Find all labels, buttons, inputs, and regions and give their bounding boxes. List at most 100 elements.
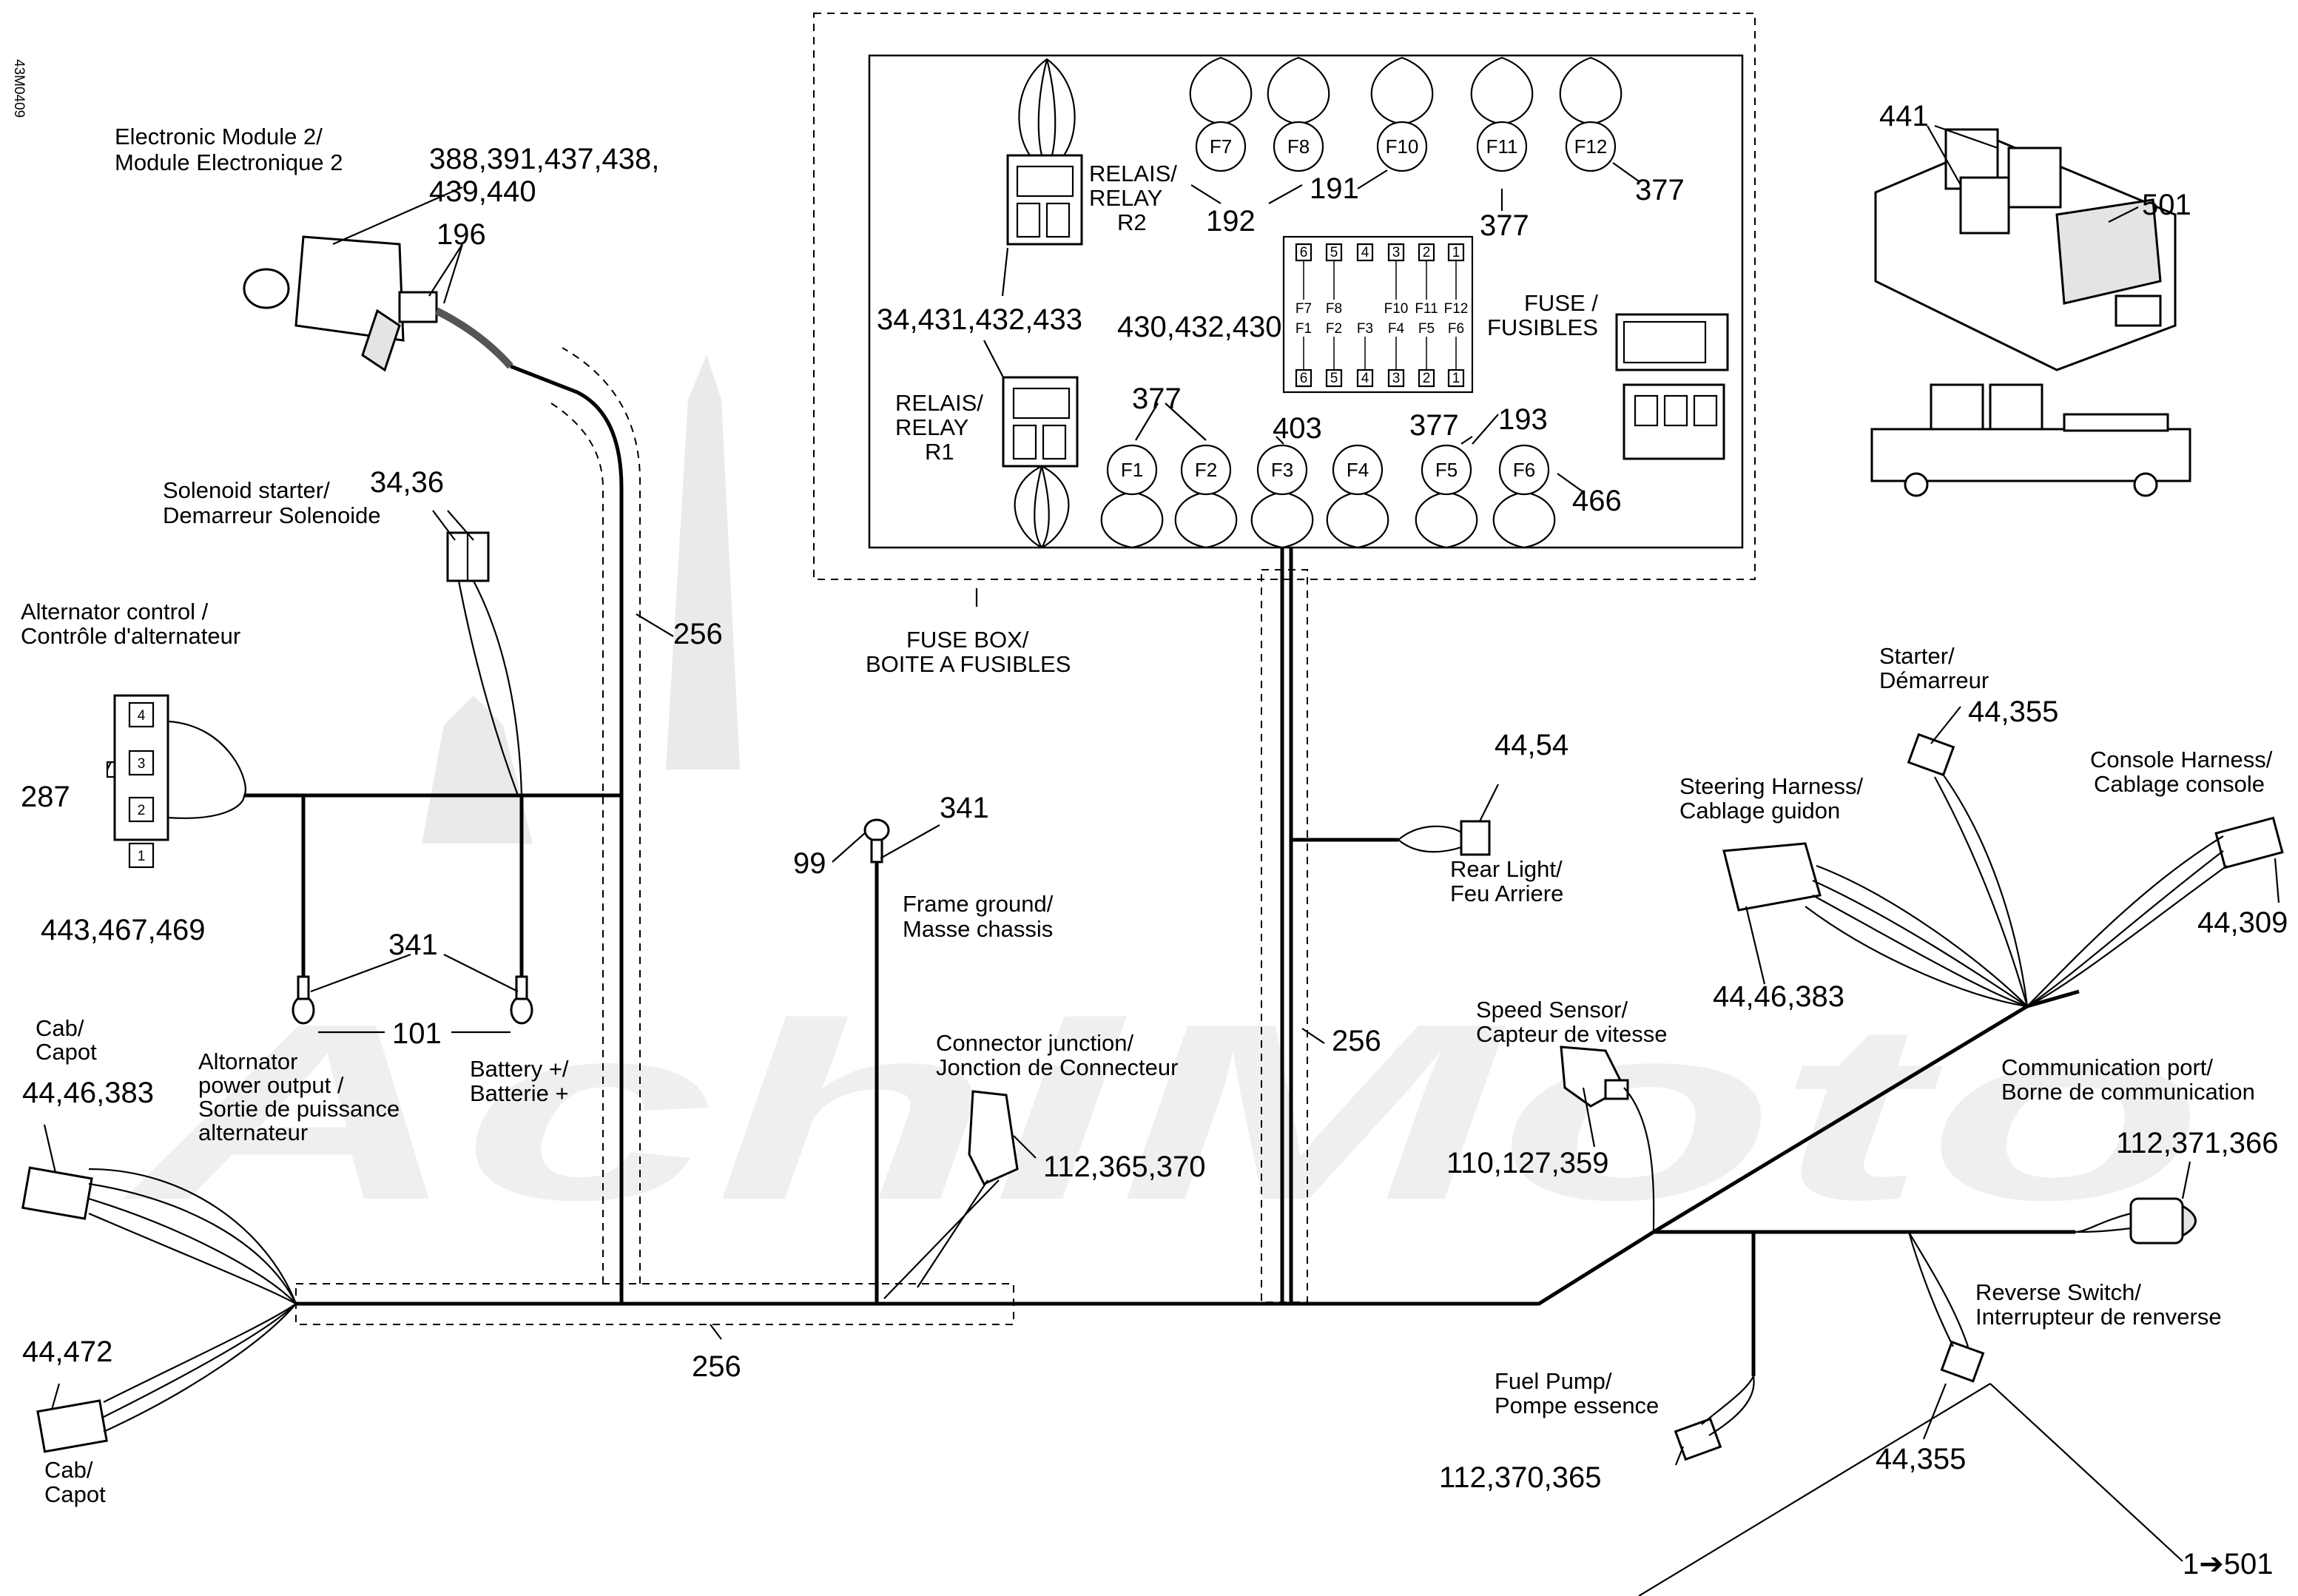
fuse-num-191: 191 — [1310, 172, 1359, 205]
starter-num: 44,355 — [1968, 696, 2058, 728]
fuse-label-1: FUSE / — [1524, 290, 1598, 316]
fuel-num: 112,370,365 — [1439, 1461, 1601, 1494]
fuse-box-label-2: BOITE A FUSIBLES — [866, 651, 1071, 677]
alt-ctrl-label-2: Contrôle d'alternateur — [21, 623, 240, 649]
relay-r2-label-2: RELAY — [1089, 185, 1162, 211]
fuse-num-466: 466 — [1572, 485, 1622, 517]
reverse-label-1: Reverse Switch/ — [1975, 1279, 2141, 1305]
frame-ground-label-2: Masse chassis — [903, 916, 1053, 942]
communication-port — [2075, 1197, 2197, 1245]
doc-id: 43M0409 — [11, 59, 27, 118]
block-pin-label: 3 — [1392, 245, 1401, 260]
relay-r1 — [1002, 376, 1079, 549]
main-harness — [244, 364, 2080, 1376]
parts-range: 1➔501 — [2183, 1548, 2274, 1580]
block-bottom-fuse-label: F6 — [1448, 321, 1464, 337]
comm-num: 112,371,366 — [2116, 1127, 2278, 1159]
block-top-fuse-label: F11 — [1415, 301, 1438, 317]
block-pin: 5 — [1325, 368, 1343, 388]
ecm2-connector-num: 196 — [437, 218, 486, 251]
speed-label-1: Speed Sensor/ — [1476, 997, 1628, 1023]
fuse-connector-icon — [1615, 313, 1729, 460]
ecm2-label-1: Electronic Module 2/ — [115, 124, 323, 149]
block-bottom-fuse-label: F3 — [1357, 321, 1373, 337]
console-harness-connector — [2026, 816, 2284, 1007]
alt-ctrl-num: 443,467,469 — [41, 914, 205, 946]
block-pin: 2 — [1418, 368, 1435, 388]
starter-label-2: Démarreur — [1879, 667, 1989, 693]
rear-light-label-2: Feu Arriere — [1450, 881, 1563, 906]
alt-pin: 3 — [128, 750, 155, 776]
conduit-num-1: 256 — [673, 618, 723, 650]
block-pin-label: 2 — [1423, 245, 1431, 260]
connector-junction — [883, 1090, 1019, 1299]
speed-sensor — [1560, 1046, 1655, 1233]
ecm2-num-2: 439,440 — [429, 175, 536, 208]
ground-terminal-num: 341 — [940, 792, 989, 824]
ground-ring-num: 99 — [793, 847, 826, 880]
fuse-f10: F10 — [1370, 56, 1434, 172]
relay-r1-label-3: R1 — [925, 439, 954, 465]
cab2-label-2: Capot — [44, 1481, 106, 1507]
comm-label-1: Communication port/ — [2001, 1054, 2213, 1080]
cab-connector-2 — [36, 1303, 297, 1453]
reverse-label-2: Interrupteur de renverse — [1975, 1304, 2222, 1330]
relay-r2 — [1006, 58, 1083, 246]
fuel-label-2: Pompe essence — [1495, 1393, 1659, 1418]
solenoid-connector — [446, 531, 523, 796]
block-bottom-fuse-label: F2 — [1326, 321, 1342, 337]
alt-pin-label: 2 — [138, 803, 146, 818]
relay-r2-label-1: RELAIS/ — [1089, 161, 1177, 186]
alt-pin: 1 — [128, 842, 155, 869]
fuse-box-3d-num-441: 441 — [1879, 100, 1929, 132]
alt-out-label-3: Sortie de puissance — [198, 1096, 400, 1122]
cab1-num: 44,46,383 — [22, 1077, 154, 1109]
relay-r1-label-1: RELAIS/ — [895, 390, 983, 416]
junction-label-2: Jonction de Connecteur — [936, 1054, 1178, 1080]
relay-num: 34,431,432,433 — [877, 303, 1082, 336]
comm-label-2: Borne de communication — [2001, 1079, 2255, 1105]
fuse-f4: F4 — [1326, 444, 1389, 549]
steering-label-2: Cablage guidon — [1679, 798, 1840, 824]
solenoid-label-2: Demarreur Solenoide — [163, 502, 381, 528]
block-pin-label: 4 — [1361, 371, 1369, 386]
fuse-label-2: FUSIBLES — [1487, 314, 1598, 340]
alt-out-label-1: Altornator — [198, 1048, 297, 1074]
relay-r1-label-2: RELAY — [895, 414, 968, 440]
reverse-num: 44,355 — [1876, 1443, 1966, 1475]
block-pin: 6 — [1295, 368, 1313, 388]
fuse-f7: F7 — [1189, 56, 1253, 172]
alternator-connector: 4 3 2 1 — [106, 694, 246, 869]
block-top-fuse-label: F7 — [1295, 301, 1312, 317]
fuse-f8: F8 — [1267, 56, 1330, 172]
block-pin: 3 — [1387, 368, 1405, 388]
fuse-num-377-a: 377 — [1480, 209, 1529, 242]
alt-pin: 4 — [128, 701, 155, 728]
fuse-label: F12 — [1574, 135, 1608, 158]
conduit-num-3: 256 — [1332, 1025, 1381, 1057]
block-pin-label: 5 — [1330, 245, 1338, 260]
fuse-f3: F3 — [1250, 444, 1314, 549]
speed-label-2: Capteur de vitesse — [1476, 1021, 1667, 1047]
fuse-label: F5 — [1435, 459, 1458, 481]
alt-ctrl-label-1: Alternator control / — [21, 599, 209, 624]
fuse-label: F3 — [1271, 459, 1293, 481]
block-pin-label: 1 — [1452, 245, 1460, 260]
cab2-label-1: Cab/ — [44, 1457, 93, 1483]
conduit-num-2: 256 — [692, 1350, 741, 1383]
block-top-fuse-label: F10 — [1384, 301, 1409, 317]
block-pin: 6 — [1295, 243, 1313, 262]
block-top-fuse-label: F8 — [1326, 301, 1342, 317]
fuse-label: F11 — [1486, 135, 1518, 158]
fuel-label-1: Fuel Pump/ — [1495, 1368, 1612, 1394]
fuse-box-label-1: FUSE BOX/ — [906, 627, 1029, 653]
watermark: AchiMoto — [119, 355, 2205, 1253]
fuse-f12: F12 — [1559, 56, 1623, 172]
block-pin-label: 6 — [1300, 245, 1308, 260]
fuse-num-193: 193 — [1498, 403, 1548, 436]
junction-num: 112,365,370 — [1043, 1151, 1205, 1183]
block-pin: 3 — [1387, 243, 1405, 262]
cab2-num: 44,472 — [22, 1336, 112, 1368]
